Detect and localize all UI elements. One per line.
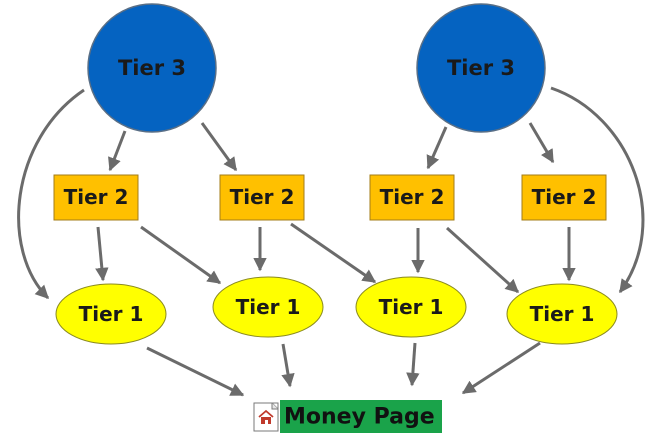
arrow-tier2-1-to-tier1-1: [95, 226, 109, 282]
tier1-node-1: Tier 1: [55, 283, 167, 345]
arrow-tier3-left-to-tier2-2: [200, 122, 238, 172]
connector-arrows: [17, 86, 645, 397]
money-page-label: Money Page: [284, 405, 435, 430]
tier1-node-3: Tier 1: [355, 276, 467, 338]
arrow-tier1-3-to-money-page: [406, 342, 420, 387]
tier3-node-right: Tier 3: [416, 3, 546, 133]
arrow-tier3-right-to-tier2-3: [426, 126, 448, 170]
arrow-tier1-2-to-money-page: [281, 343, 295, 388]
tier3-right-label: Tier 3: [447, 56, 515, 80]
arrow-tier3-left-to-tier1-1: [17, 88, 85, 300]
arrow-tier2-2-to-tier1-3: [290, 222, 377, 284]
tier2-node-2: Tier 2: [219, 174, 305, 221]
tier1-3-label: Tier 1: [379, 295, 444, 319]
arrow-tier1-1-to-money-page: [146, 346, 245, 397]
tier3-left-label: Tier 3: [118, 56, 186, 80]
tier2-4-label: Tier 2: [532, 185, 597, 209]
arrow-tier2-3-to-tier1-4: [445, 226, 520, 294]
tier2-2-label: Tier 2: [230, 185, 295, 209]
tier1-node-2: Tier 1: [212, 276, 324, 338]
tier2-node-3: Tier 2: [369, 174, 455, 221]
money-page-node: Money Page: [253, 400, 442, 433]
arrow-tier1-4-to-money-page: [461, 341, 541, 395]
arrow-tier3-right-to-tier2-4: [528, 122, 555, 164]
arrow-tier3-right-to-tier1-4: [550, 86, 645, 294]
tier2-1-label: Tier 2: [64, 185, 129, 209]
tier3-node-left: Tier 3: [87, 3, 217, 133]
tier1-node-4: Tier 1: [506, 283, 618, 345]
tier2-node-1: Tier 2: [53, 174, 139, 221]
arrow-tier3-left-to-tier2-1: [108, 130, 127, 172]
tier1-2-label: Tier 1: [236, 295, 301, 319]
tier2-3-label: Tier 2: [380, 185, 445, 209]
tier1-4-label: Tier 1: [530, 302, 595, 326]
tier2-node-4: Tier 2: [521, 174, 607, 221]
arrow-tier2-1-to-tier1-2: [140, 225, 222, 285]
tier1-1-label: Tier 1: [79, 302, 144, 326]
money-page-box: [280, 400, 442, 433]
home-page-icon: [253, 402, 279, 432]
